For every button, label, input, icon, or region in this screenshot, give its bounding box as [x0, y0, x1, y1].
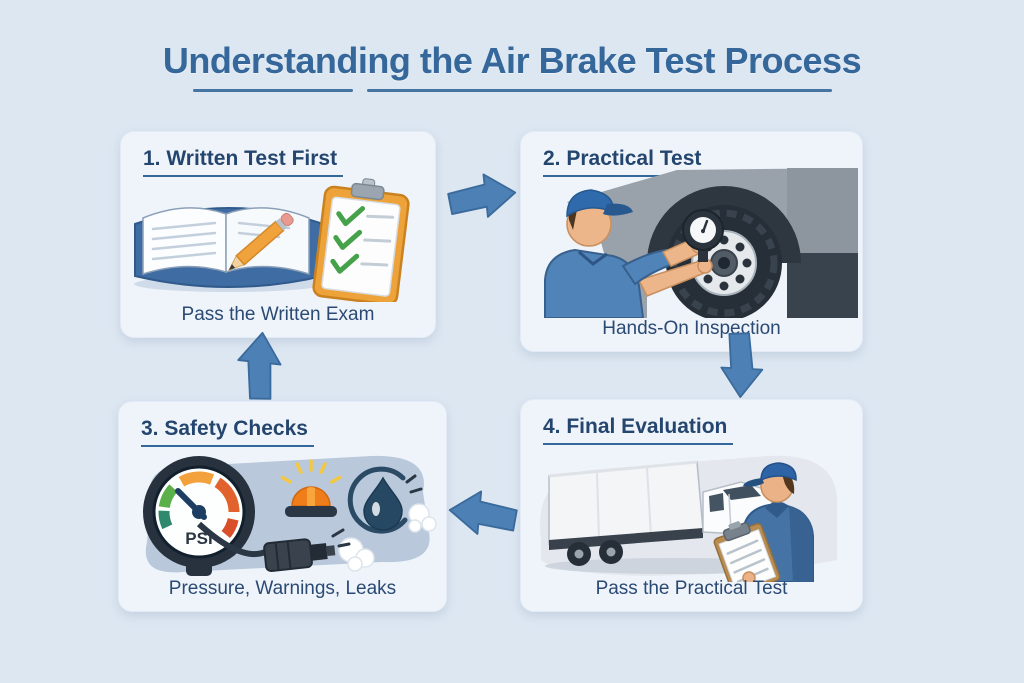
step-card-safety-checks: 3. Safety Checks PSI [118, 401, 447, 612]
step-caption: Pressure, Warnings, Leaks [168, 578, 397, 599]
step-caption: Pass the Practical Test [595, 578, 788, 599]
step-card-final-evaluation: 4. Final Evaluation [520, 399, 863, 612]
arrow-left-icon [448, 490, 518, 535]
truck-inspector-illustration [540, 455, 838, 582]
psi-gauge-icon: PSI [143, 456, 255, 576]
safety-checks-illustration: PSI [143, 455, 437, 576]
mechanic-truck-wheel-illustration [544, 168, 858, 318]
inspector [713, 462, 814, 582]
step-heading: 3. Safety Checks [141, 417, 314, 447]
air-valve-icon [196, 521, 375, 572]
steam-puff [408, 503, 437, 533]
step-card-practical-test: 2. Practical Test [520, 131, 863, 352]
clipboard-icon [713, 521, 781, 582]
step-caption: Pass the Written Exam [181, 304, 375, 325]
title-block: Understanding the Air Brake Test Process [0, 40, 1024, 92]
pressure-gauge-icon [682, 209, 724, 262]
book-pencil-clipboard-illustration [134, 178, 410, 302]
open-book-icon [134, 207, 324, 292]
warning-beacon-icon [280, 459, 342, 517]
arrow-down-icon [720, 332, 764, 398]
title-underline [0, 89, 1024, 92]
step-heading: 4. Final Evaluation [543, 415, 734, 445]
step-heading: 2. Practical Test [543, 147, 708, 177]
step-heading: 1. Written Test First [143, 147, 344, 177]
pencil-icon [227, 212, 294, 271]
page-title: Understanding the Air Brake Test Process [162, 40, 862, 81]
arrow-up-icon [237, 331, 282, 400]
checklist-clipboard-icon [312, 178, 410, 302]
step-card-written-test: 1. Written Test First [120, 131, 436, 338]
box-truck [548, 460, 777, 566]
arrow-right-icon [447, 173, 517, 218]
step-caption: Hands-On Inspection [602, 318, 781, 339]
leak-drop-icon [347, 466, 437, 534]
